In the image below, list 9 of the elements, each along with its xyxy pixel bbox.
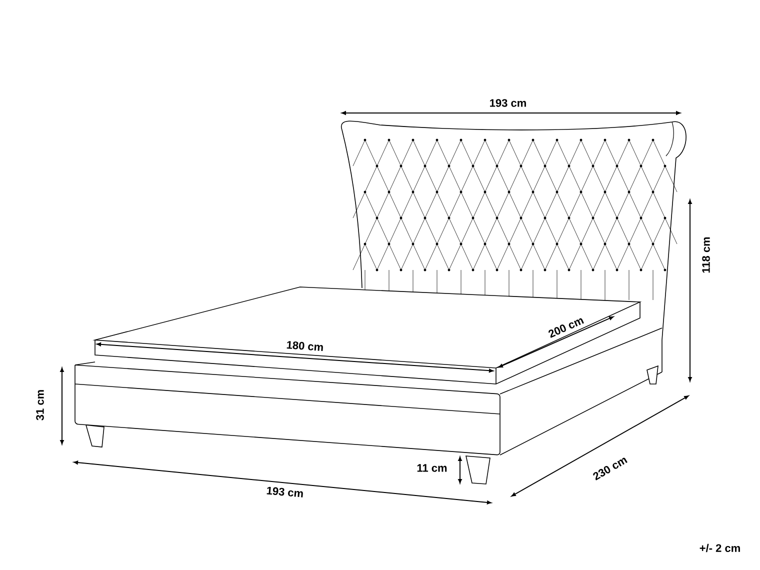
dimension-label: 31 cm: [36, 390, 44, 420]
dimension-label: 11 cm: [417, 464, 447, 472]
dimension-label: 200 cm: [548, 318, 584, 338]
dimension-label: 118 cm: [702, 237, 710, 273]
dimension-label: 180 cm: [286, 341, 323, 352]
dimension-label: 230 cm: [593, 458, 628, 480]
dimension-label: 193 cm: [266, 486, 303, 498]
dimension-label: +/- 2 cm: [700, 544, 740, 552]
dimension-label: 193 cm: [490, 99, 526, 107]
